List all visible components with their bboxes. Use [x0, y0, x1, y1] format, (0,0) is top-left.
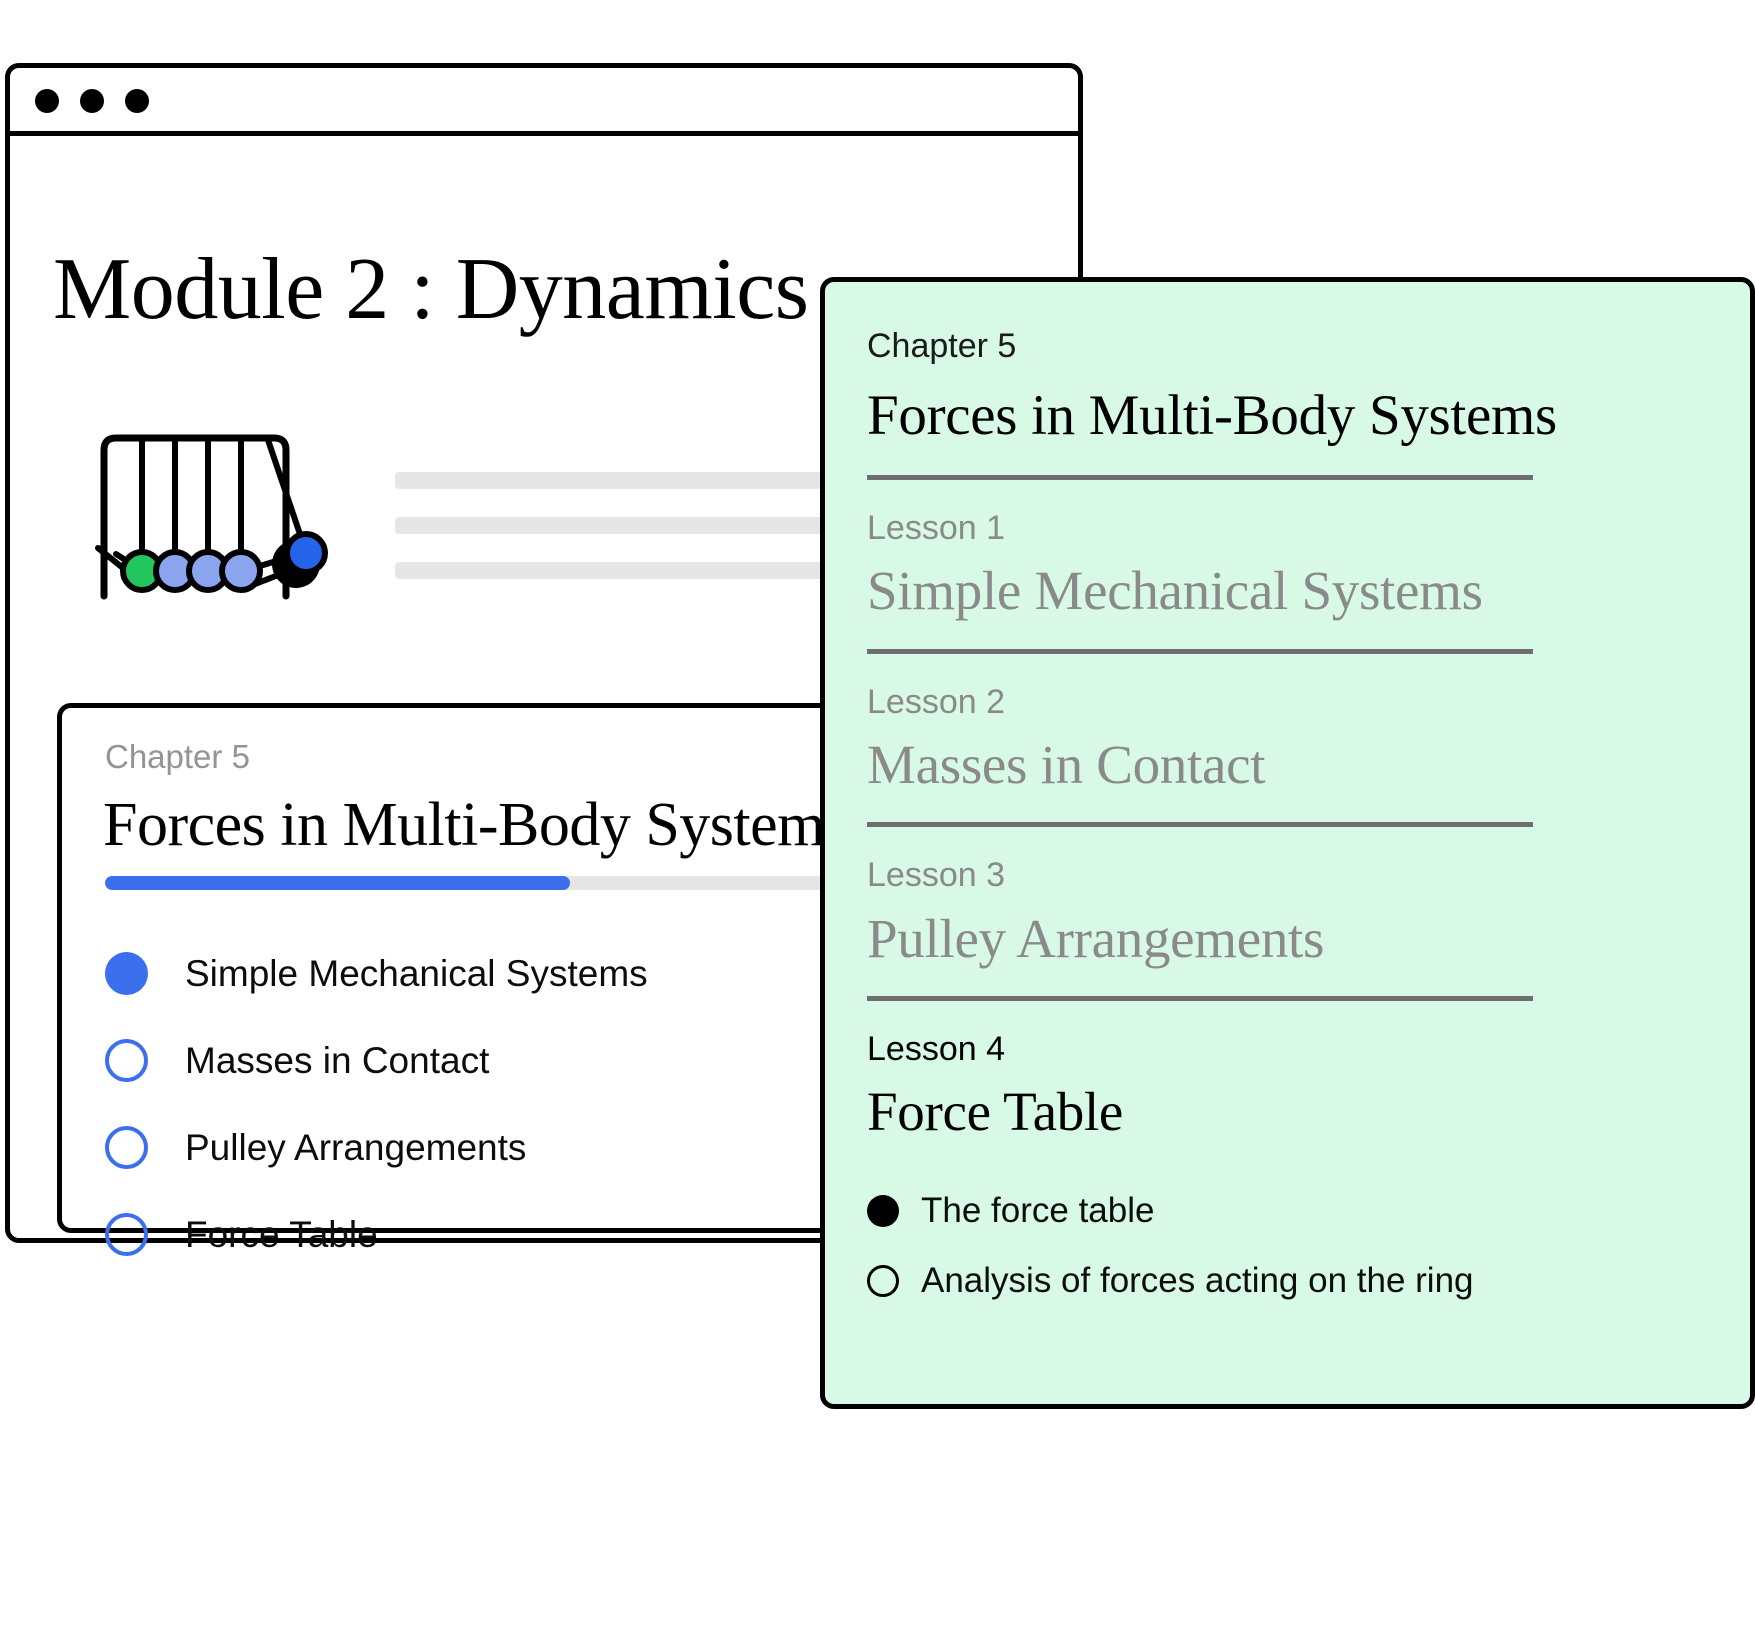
- lesson-eyebrow: Lesson 3: [867, 856, 1005, 895]
- detail-chapter-title: Forces in Multi-Body Systems: [867, 384, 1557, 448]
- lesson-title: Masses in Contact: [867, 733, 1266, 795]
- radio-unselected-icon[interactable]: [105, 1039, 148, 1082]
- chapter-detail-panel: Chapter 5 Forces in Multi-Body Systems L…: [820, 277, 1755, 1409]
- divider: [867, 995, 1533, 1001]
- chapter-card-title: Forces in Multi-Body Systems: [103, 791, 849, 859]
- divider: [867, 474, 1533, 480]
- list-item-label: Masses in Contact: [185, 1039, 490, 1081]
- lesson-eyebrow: Lesson 1: [867, 508, 1005, 547]
- window-titlebar: [10, 68, 1078, 136]
- traffic-light-dots: [35, 89, 149, 113]
- lesson-eyebrow: Lesson 4: [867, 1029, 1005, 1068]
- newtons-cradle-icon: [95, 434, 328, 600]
- list-item[interactable]: The force table: [867, 1176, 1720, 1246]
- lesson-entry-3[interactable]: Lesson 3 Pulley Arrangements: [867, 856, 1720, 970]
- detail-chapter-eyebrow: Chapter 5: [867, 327, 1017, 365]
- divider: [867, 822, 1533, 828]
- chapter-lesson-radio-list: Simple Mechanical Systems Masses in Cont…: [105, 930, 1035, 1278]
- traffic-dot-1-icon[interactable]: [35, 89, 59, 113]
- list-item-label: Force Table: [185, 1213, 378, 1255]
- bullet-unselected-icon[interactable]: [867, 1264, 899, 1297]
- list-item-label: Simple Mechanical Systems: [185, 952, 648, 994]
- list-item[interactable]: Analysis of forces acting on the ring: [867, 1246, 1720, 1316]
- lesson-eyebrow: Lesson 2: [867, 682, 1005, 721]
- radio-selected-icon[interactable]: [105, 952, 148, 995]
- divider: [867, 648, 1533, 654]
- list-item-label: Analysis of forces acting on the ring: [921, 1260, 1474, 1300]
- traffic-dot-3-icon[interactable]: [125, 89, 149, 113]
- radio-unselected-icon[interactable]: [105, 1126, 148, 1169]
- lesson-title: Simple Mechanical Systems: [867, 560, 1483, 622]
- list-item[interactable]: Simple Mechanical Systems: [105, 930, 1035, 1017]
- lesson-title: Pulley Arrangements: [867, 907, 1325, 969]
- lesson-topic-list: The force table Analysis of forces actin…: [867, 1176, 1720, 1316]
- lesson-entry-2[interactable]: Lesson 2 Masses in Contact: [867, 682, 1720, 797]
- list-item[interactable]: Force Table: [105, 1191, 1035, 1278]
- lesson-entry-1[interactable]: Lesson 1 Simple Mechanical Systems: [867, 508, 1720, 623]
- list-item-label: The force table: [921, 1190, 1155, 1230]
- chapter-progress-bar[interactable]: [105, 876, 1035, 890]
- list-item-label: Pulley Arrangements: [185, 1126, 527, 1168]
- list-item[interactable]: Masses in Contact: [105, 1017, 1035, 1104]
- chapter-progress-fill: [105, 876, 570, 890]
- chapter-detail-content: Chapter 5 Forces in Multi-Body Systems L…: [867, 327, 1720, 1316]
- traffic-dot-2-icon[interactable]: [80, 89, 104, 113]
- bullet-selected-icon[interactable]: [867, 1194, 899, 1227]
- list-item[interactable]: Pulley Arrangements: [105, 1104, 1035, 1191]
- newtons-cradle-illustration: [90, 426, 340, 611]
- radio-unselected-icon[interactable]: [105, 1213, 148, 1256]
- chapter-card-eyebrow: Chapter 5: [105, 738, 250, 775]
- lesson-title: Force Table: [867, 1081, 1124, 1143]
- lesson-entry-4[interactable]: Lesson 4 Force Table: [867, 1029, 1720, 1144]
- module-title: Module 2 : Dynamics: [53, 241, 809, 338]
